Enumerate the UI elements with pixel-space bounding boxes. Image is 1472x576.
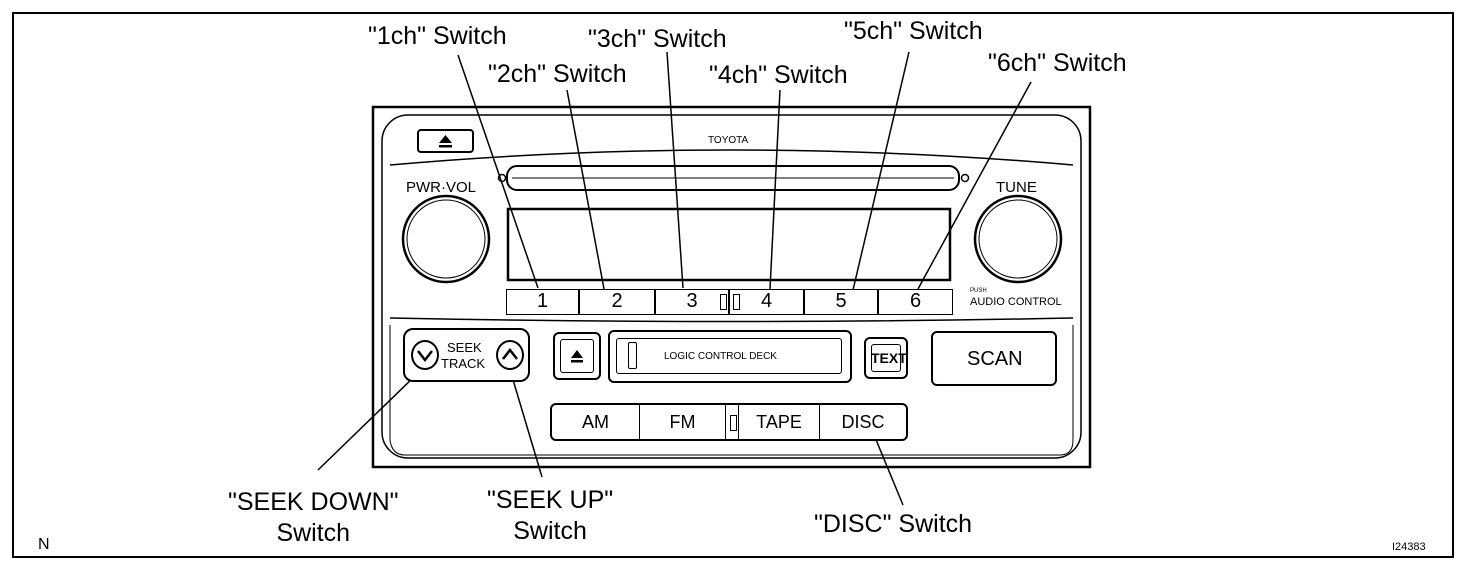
pwr-vol-knob [401,194,491,284]
scan-button-label: SCAN [967,348,1023,370]
preset-button-6[interactable]: 6 [878,289,953,315]
radio-faceplate-inner [381,114,1082,459]
text-button[interactable]: TEXT [864,337,908,379]
seek-track-rocker: SEEK TRACK [403,328,530,382]
pwr-vol-label: PWR·VOL [406,179,477,196]
cd-slot [506,165,960,191]
callout-4ch: "4ch" Switch [709,61,848,89]
preset-button-5[interactable]: 5 [804,289,878,315]
deck-indicator [628,342,637,369]
radio-faceplate-outer [371,105,1092,469]
tape-button[interactable]: TAPE [738,405,820,441]
cassette-deck-door[interactable]: LOGIC CONTROL DECK [608,330,852,383]
corner-label-left: N [38,536,50,553]
preset-divider-marker [720,294,727,310]
tune-label: TUNE [996,179,1037,196]
callout-disc: "DISC" Switch [814,510,973,538]
tune-knob [973,194,1063,284]
callout-6ch: "6ch" Switch [988,49,1127,77]
scan-button[interactable]: SCAN [931,331,1057,386]
display-window [506,207,952,282]
leader-6ch [917,81,1032,290]
mode-divider-marker [730,415,737,431]
callout-3ch: "3ch" Switch [588,25,727,53]
brand-label: TOYOTA [708,135,749,146]
leader-disc [871,429,904,506]
seek-up-button[interactable] [496,340,524,370]
eject-icon [571,350,583,363]
leader-seek-down [317,373,418,471]
eject-icon [439,135,452,148]
am-button[interactable]: AM [552,405,640,441]
tape-eject-button[interactable] [553,332,601,380]
push-label: PUSH [970,288,987,294]
callout-seek-down: "SEEK DOWN" Switch [228,488,399,548]
upper-panel-bottom-curve [389,317,1074,323]
callout-1ch: "1ch" Switch [368,22,507,50]
chevron-up-icon [502,347,518,360]
leader-4ch [769,89,781,290]
leader-1ch [457,54,539,289]
text-button-label: TEXT [871,350,907,366]
disc-button[interactable]: DISC [841,412,885,432]
preset-button-row: 1 2 3 4 5 6 [506,289,953,315]
mode-button-row: AM FM TAPE DISC [550,403,908,441]
chevron-down-icon [417,350,433,363]
leader-3ch [666,51,684,289]
top-eject-button[interactable] [417,129,474,153]
figure-code: I24383 [1392,541,1426,553]
leader-seek-up [510,372,543,478]
audio-control-label: AUDIO CONTROL [970,296,1062,308]
seek-label: SEEK [447,340,482,355]
preset-button-3[interactable]: 3 [655,289,729,315]
leader-5ch [852,51,910,291]
preset-button-1[interactable]: 1 [506,289,579,315]
fm-button[interactable]: FM [640,405,726,441]
track-label: TRACK [441,356,486,371]
callout-2ch: "2ch" Switch [488,60,627,88]
preset-button-4[interactable]: 4 [729,289,804,315]
upper-panel-top-curve [389,149,1074,166]
seek-down-button[interactable] [411,340,439,370]
leader-2ch [566,89,605,290]
deck-label: LOGIC CONTROL DECK [664,351,777,362]
preset-divider-marker-2 [733,294,740,310]
callout-seek-up: "SEEK UP" Switch [487,486,614,546]
callout-5ch: "5ch" Switch [844,17,983,45]
preset-button-2[interactable]: 2 [579,289,655,315]
